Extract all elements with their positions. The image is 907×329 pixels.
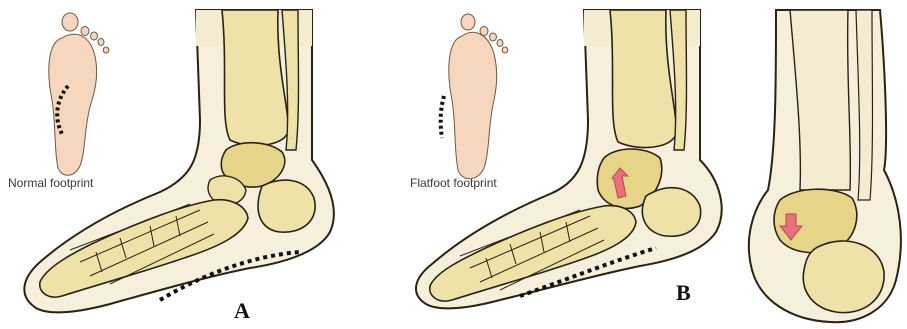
calcaneus-a xyxy=(258,180,315,232)
flat-arch-line xyxy=(441,96,444,138)
panel-b xyxy=(416,10,722,308)
tibia-a xyxy=(222,10,288,146)
tibia-b xyxy=(610,10,676,148)
panel-a xyxy=(24,10,334,312)
rear-calcaneus xyxy=(803,241,884,313)
panel-letter-b: B xyxy=(676,280,691,306)
flatfoot-footprint-caption: Flatfoot footprint xyxy=(410,176,497,190)
rear-view-panel xyxy=(749,10,901,322)
normal-footprint-caption: Normal footprint xyxy=(8,176,93,190)
normal-footprint-icon xyxy=(49,13,109,175)
calcaneus-b xyxy=(642,188,700,237)
flatfoot-footprint-icon xyxy=(449,14,508,179)
panel-letter-a: A xyxy=(234,298,250,324)
